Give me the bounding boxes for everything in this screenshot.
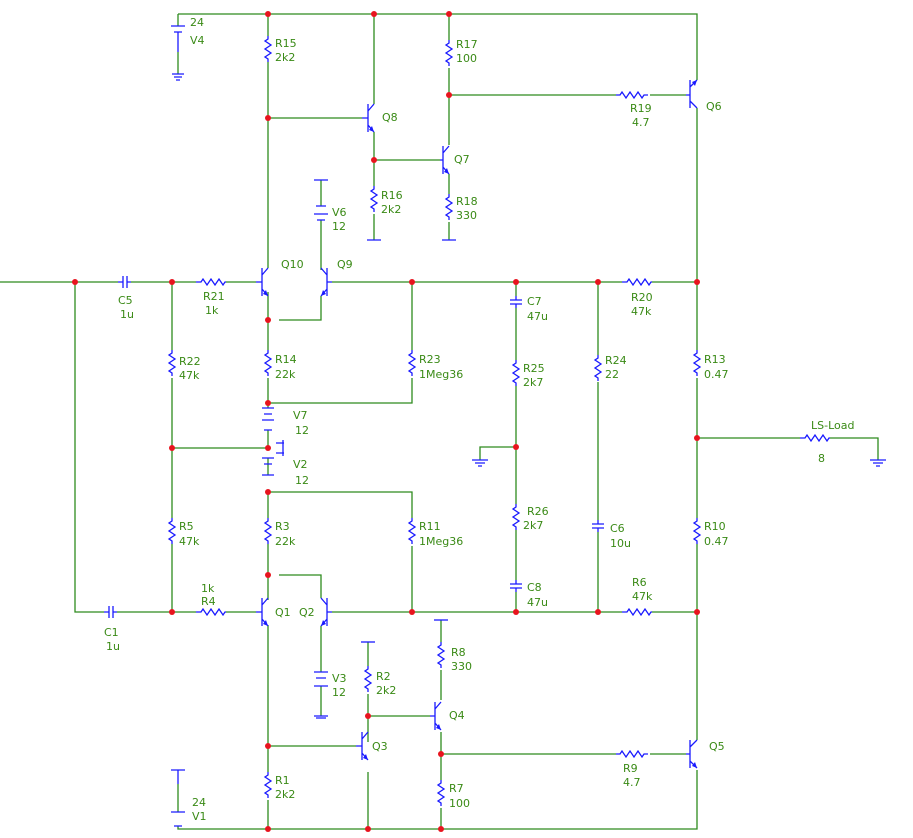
wires bbox=[0, 13, 879, 830]
label-r7-ref: R7 bbox=[449, 782, 464, 795]
label-r6-value: 47k bbox=[632, 590, 653, 603]
label-r20-ref: R20 bbox=[631, 291, 653, 304]
label-r21-ref: R21 bbox=[203, 290, 225, 303]
label-r4-value: 1k bbox=[201, 582, 215, 595]
label-r18-ref: R18 bbox=[456, 195, 478, 208]
label-c5-ref: C5 bbox=[118, 294, 133, 307]
label-r17-ref: R17 bbox=[456, 38, 478, 51]
label-c1-ref: C1 bbox=[104, 626, 119, 639]
label-q8: Q8 bbox=[382, 111, 398, 124]
label-v7-ref: V7 bbox=[293, 409, 308, 422]
label-r15-value: 2k2 bbox=[275, 51, 295, 64]
label-r16-ref: R16 bbox=[381, 189, 403, 202]
label-r3-ref: R3 bbox=[275, 520, 290, 533]
label-r21-value: 1k bbox=[205, 304, 219, 317]
label-load-ref: LS-Load bbox=[811, 419, 854, 432]
label-v4-ref: V4 bbox=[190, 34, 205, 47]
ground-icon bbox=[472, 459, 886, 467]
transistor-icon bbox=[256, 79, 698, 769]
label-r14-value: 22k bbox=[275, 368, 296, 381]
label-v4-value: 24 bbox=[190, 16, 204, 29]
label-r25-ref: R25 bbox=[523, 362, 545, 375]
label-r17-value: 100 bbox=[456, 52, 477, 65]
label-r26-value: 2k7 bbox=[523, 519, 543, 532]
label-v2-value: 12 bbox=[295, 474, 309, 487]
label-r2-ref: R2 bbox=[376, 670, 391, 683]
label-r4-ref: R4 bbox=[201, 595, 216, 608]
label-r22-value: 47k bbox=[179, 369, 200, 382]
label-r23-ref: R23 bbox=[419, 353, 441, 366]
label-r6-ref: R6 bbox=[632, 576, 647, 589]
label-r22-ref: R22 bbox=[179, 355, 201, 368]
label-q7: Q7 bbox=[454, 153, 470, 166]
label-r10-value: 0.47 bbox=[704, 535, 729, 548]
label-c7-value: 47u bbox=[527, 310, 548, 323]
label-q2: Q2 bbox=[299, 606, 315, 619]
label-r24-ref: R24 bbox=[605, 354, 627, 367]
label-r26-ref: R26 bbox=[527, 505, 549, 518]
component-labels: 24 V4 R15 2k2 R17 100 R19 4.7 Q6 Q8 Q7 R… bbox=[104, 16, 854, 823]
junction-dots bbox=[72, 11, 700, 832]
label-r23-value: 1Meg36 bbox=[419, 368, 463, 381]
capacitor-icon bbox=[104, 276, 604, 618]
label-c7-ref: C7 bbox=[527, 295, 542, 308]
label-v6-ref: V6 bbox=[332, 206, 347, 219]
label-r20-value: 47k bbox=[631, 305, 652, 318]
label-q5: Q5 bbox=[709, 740, 725, 753]
label-c6-ref: C6 bbox=[610, 522, 625, 535]
label-r10-ref: R10 bbox=[704, 520, 726, 533]
label-v3-ref: V3 bbox=[332, 672, 347, 685]
label-c8-ref: C8 bbox=[527, 581, 542, 594]
label-v6-value: 12 bbox=[332, 220, 346, 233]
label-r7-value: 100 bbox=[449, 797, 470, 810]
label-q3: Q3 bbox=[372, 740, 388, 753]
label-r8-value: 330 bbox=[451, 660, 472, 673]
label-v3-value: 12 bbox=[332, 686, 346, 699]
label-r2-value: 2k2 bbox=[376, 684, 396, 697]
label-c8-value: 47u bbox=[527, 596, 548, 609]
label-q1: Q1 bbox=[275, 606, 291, 619]
label-r5-ref: R5 bbox=[179, 520, 194, 533]
label-r16-value: 2k2 bbox=[381, 203, 401, 216]
label-r18-value: 330 bbox=[456, 209, 477, 222]
label-r9-ref: R9 bbox=[623, 762, 638, 775]
label-r13-value: 0.47 bbox=[704, 368, 729, 381]
label-c1-value: 1u bbox=[106, 640, 120, 653]
label-r19-ref: R19 bbox=[630, 102, 652, 115]
label-r1-ref: R1 bbox=[275, 774, 290, 787]
label-r25-value: 2k7 bbox=[523, 376, 543, 389]
label-c6-value: 10u bbox=[610, 537, 631, 550]
label-r19-value: 4.7 bbox=[632, 116, 650, 129]
label-q9: Q9 bbox=[337, 258, 353, 271]
label-r11-ref: R11 bbox=[419, 520, 441, 533]
label-v1-ref: V1 bbox=[192, 810, 207, 823]
label-v7-value: 12 bbox=[295, 424, 309, 437]
label-v2-ref: V2 bbox=[293, 458, 308, 471]
label-r5-value: 47k bbox=[179, 535, 200, 548]
transistor-arrow-icon bbox=[263, 80, 697, 768]
label-q10: Q10 bbox=[281, 258, 304, 271]
label-r15-ref: R15 bbox=[275, 37, 297, 50]
battery-icon bbox=[171, 25, 456, 827]
label-r1-value: 2k2 bbox=[275, 788, 295, 801]
label-r8-ref: R8 bbox=[451, 646, 466, 659]
label-q6: Q6 bbox=[706, 100, 722, 113]
label-r24-value: 22 bbox=[605, 368, 619, 381]
label-r14-ref: R14 bbox=[275, 353, 297, 366]
label-r13-ref: R13 bbox=[704, 353, 726, 366]
label-r3-value: 22k bbox=[275, 535, 296, 548]
components bbox=[104, 25, 886, 827]
label-load-value: 8 bbox=[818, 452, 825, 465]
label-q4: Q4 bbox=[449, 709, 465, 722]
label-r9-value: 4.7 bbox=[623, 776, 641, 789]
resistor-icon bbox=[167, 36, 830, 806]
label-r11-value: 1Meg36 bbox=[419, 535, 463, 548]
label-c5-value: 1u bbox=[120, 308, 134, 321]
label-v1-value: 24 bbox=[192, 796, 206, 809]
